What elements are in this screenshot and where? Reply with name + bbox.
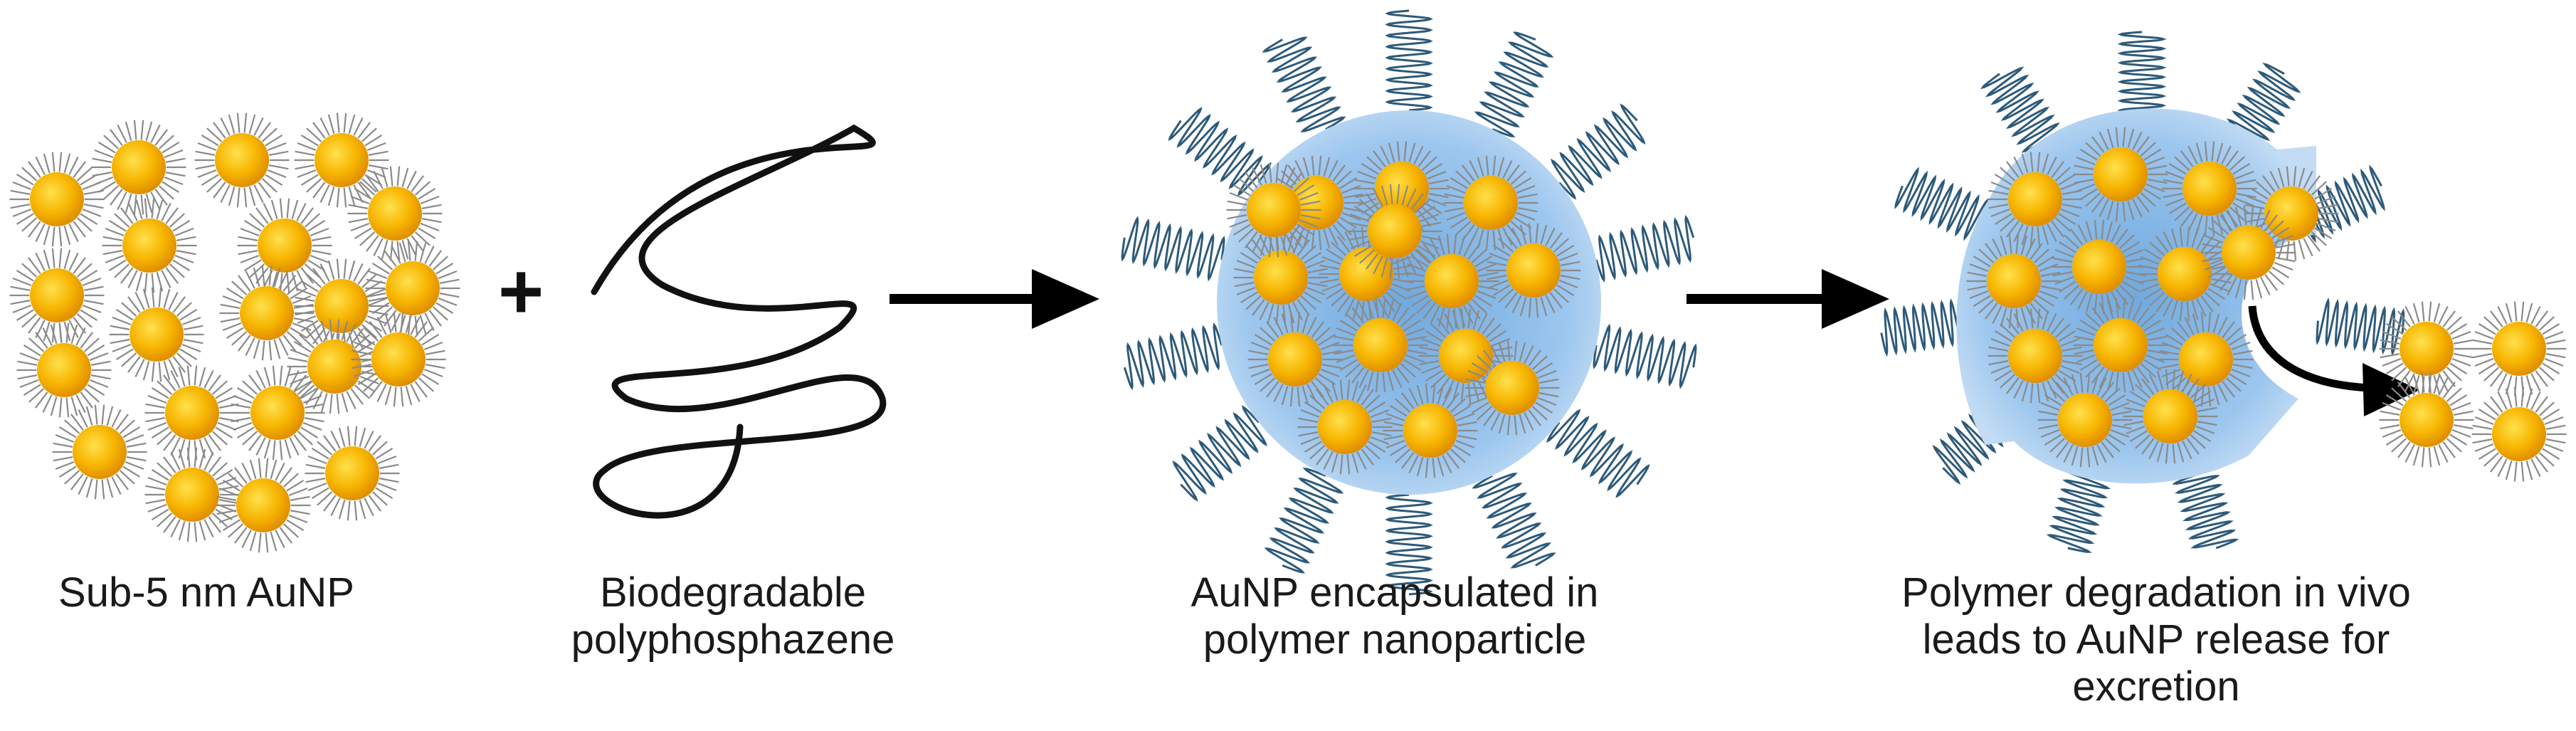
gold-nanoparticle-icon	[144, 365, 240, 461]
gold-nanoparticle-icon	[1226, 162, 1321, 258]
polymer-coil-icon	[2046, 461, 2113, 553]
polymer-coil-icon	[1593, 323, 1697, 389]
released-aunp-cluster	[2379, 301, 2567, 482]
gold-nanoparticle-icon	[2201, 205, 2296, 300]
polymer-coil-icon	[1385, 493, 1433, 596]
gold-nanoparticle-icon	[9, 152, 105, 247]
polymer-coil-icon	[1264, 467, 1344, 574]
gold-nanoparticle-icon	[294, 112, 389, 208]
plus-sign: +	[498, 248, 544, 335]
polymer-coil-icon	[1385, 9, 1433, 112]
gold-nanoparticle-icon	[2379, 372, 2474, 468]
gold-nanoparticle-icon	[1404, 233, 1499, 329]
gold-nanoparticle-icon	[1347, 184, 1442, 279]
gold-nanoparticle-icon	[216, 458, 311, 553]
gold-nanoparticle-icon	[237, 198, 332, 293]
free-aunp-cluster	[9, 112, 460, 553]
caption-aunp: Sub-5 nm AuNP	[58, 569, 354, 616]
arrow-right-icon	[890, 269, 1099, 329]
gold-nanoparticle-icon	[9, 248, 105, 343]
arrow-right-icon	[1686, 269, 1889, 329]
polymer-coil-icon	[1546, 409, 1650, 498]
gold-nanoparticle-icon	[347, 166, 443, 261]
gold-nanoparticle-icon	[2123, 369, 2218, 464]
polymer-coil-icon	[2316, 297, 2405, 357]
gold-nanoparticle-icon	[1966, 233, 2062, 329]
encapsulated-nanoparticle	[1121, 9, 1697, 596]
polymer-coil-icon	[1472, 473, 1556, 569]
gold-nanoparticle-icon	[1247, 312, 1343, 407]
gold-nanoparticle-icon	[109, 287, 204, 382]
gold-nanoparticle-icon	[365, 241, 460, 336]
polymer-coil-icon	[2117, 31, 2167, 119]
gold-nanoparticle-icon	[1443, 155, 1538, 251]
polymer-coil-icon	[1474, 31, 1554, 138]
polymer-coil-icon	[1980, 66, 2066, 153]
gold-nanoparticle-icon	[2158, 312, 2254, 407]
gold-nanoparticle-icon	[2471, 301, 2567, 396]
polymer-coil-icon	[1168, 107, 1272, 196]
caption-degradation: Polymer degradation in vivo leads to AuN…	[1901, 569, 2411, 710]
polymer-coil-icon	[1894, 167, 1988, 241]
gold-nanoparticle-icon	[305, 426, 400, 521]
gold-nanoparticle-icon	[194, 112, 290, 208]
gold-nanoparticle-icon	[1297, 379, 1393, 475]
gold-nanoparticle-icon	[102, 198, 197, 293]
caption-polymer: Biodegradable polyphosphazene	[571, 569, 895, 663]
gold-nanoparticle-icon	[219, 265, 315, 361]
gold-nanoparticle-icon	[2471, 386, 2567, 482]
degrading-nanoparticle	[1880, 31, 2405, 553]
gold-nanoparticle-icon	[1383, 383, 1478, 478]
curved-arrow-icon	[2248, 305, 2419, 416]
gold-nanoparticle-icon	[2379, 301, 2474, 396]
polymer-chain-icon	[591, 124, 887, 519]
polymer-coil-icon	[1595, 214, 1695, 283]
gold-nanoparticle-icon	[1333, 298, 1428, 393]
polymer-coil-icon	[1172, 405, 1267, 502]
polymer-coil-icon	[1123, 322, 1223, 391]
polymer-coil-icon	[2169, 465, 2239, 549]
gold-nanoparticle-icon	[2052, 219, 2147, 315]
polymer-coil-icon	[1121, 216, 1225, 282]
gold-nanoparticle-icon	[1486, 223, 1581, 318]
gold-nanoparticle-icon	[2073, 127, 2168, 222]
gold-nanoparticle-icon	[287, 319, 382, 414]
gold-nanoparticle-icon	[1464, 340, 1560, 436]
gold-nanoparticle-icon	[52, 404, 147, 500]
polymer-coil-icon	[1262, 36, 1346, 132]
gold-nanoparticle-icon	[1988, 152, 2083, 247]
polymer-coil-icon	[1880, 297, 1967, 357]
gold-nanoparticle-icon	[2037, 372, 2133, 468]
polymer-coil-icon	[1551, 103, 1646, 200]
gold-nanoparticle-icon	[351, 312, 446, 407]
gold-nanoparticle-icon	[230, 365, 325, 461]
gold-nanoparticle-icon	[1418, 308, 1514, 404]
gold-nanoparticle-icon	[2073, 298, 2168, 393]
gold-nanoparticle-icon	[91, 120, 186, 215]
gold-nanoparticle-icon	[2137, 226, 2232, 322]
gold-nanoparticle-icon	[1233, 230, 1329, 325]
gold-nanoparticle-icon	[144, 447, 240, 542]
gold-nanoparticle-icon	[16, 322, 112, 418]
caption-encapsulated: AuNP encapsulated in polymer nanoparticl…	[1191, 569, 1599, 663]
